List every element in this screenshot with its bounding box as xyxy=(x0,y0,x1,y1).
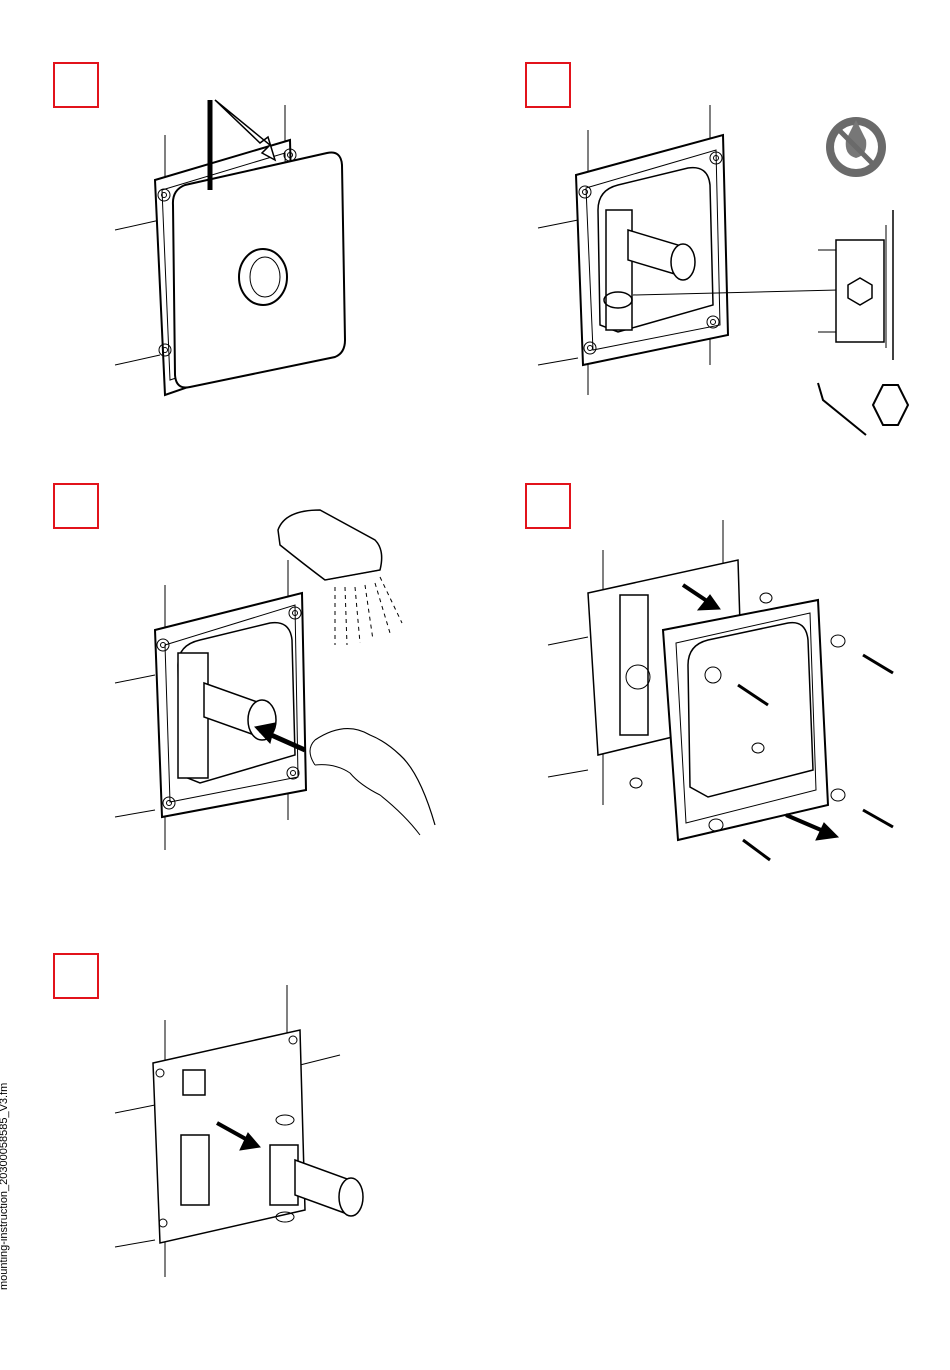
step-3-box xyxy=(53,483,99,529)
step-1-box xyxy=(53,62,99,108)
step-3-illustration xyxy=(110,505,450,855)
step-4-illustration xyxy=(548,515,908,865)
step-2-illustration xyxy=(538,100,918,440)
step-5-illustration xyxy=(115,985,375,1285)
step-1-illustration xyxy=(110,95,370,405)
step-5-box xyxy=(53,953,99,999)
document-file-label: mounting-instruction_20300058585_V3.fm xyxy=(0,1083,10,1290)
no-grease-prohibition-icon xyxy=(826,117,886,177)
hex-key-icon xyxy=(818,383,866,435)
hexagon-icon xyxy=(873,385,908,425)
